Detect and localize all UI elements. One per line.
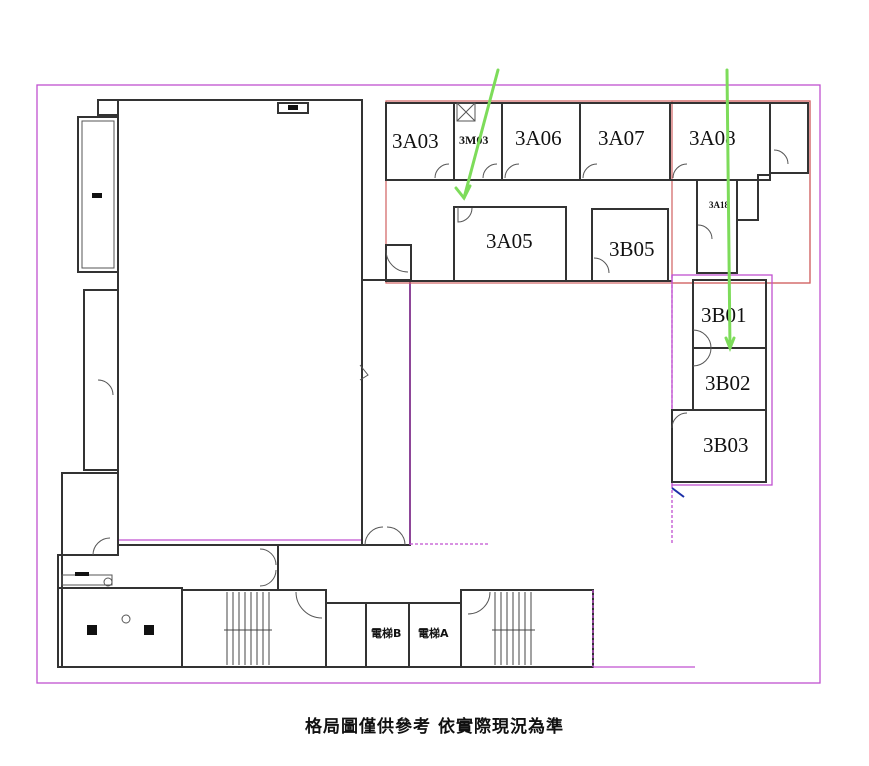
room-3A07: 3A07 — [598, 126, 645, 150]
west-rooms — [61, 116, 119, 556]
room-3A18: 3A18 — [709, 200, 729, 210]
arrow-to-3A05 — [454, 68, 500, 201]
room-3B03: 3B03 — [703, 433, 749, 457]
room-3A06: 3A06 — [515, 126, 562, 150]
arrow-to-3B01 — [724, 68, 736, 353]
elevator-b-label: 電梯B — [371, 626, 401, 640]
disclaimer-caption: 格局圖僅供參考 依實際現況為準 — [305, 717, 564, 737]
room-3M03: 3M03 — [459, 133, 488, 147]
main-hall — [97, 99, 363, 546]
room-3B05: 3B05 — [609, 237, 655, 261]
room-3A03: 3A03 — [392, 129, 439, 153]
south-core — [57, 554, 695, 668]
room-3A05: 3A05 — [486, 229, 533, 253]
north-wing — [385, 100, 811, 284]
room-3B01: 3B01 — [701, 303, 747, 327]
elevator-a-label: 電梯A — [418, 626, 449, 640]
property-boundary — [36, 84, 821, 684]
room-3B02: 3B02 — [705, 371, 751, 395]
corridor — [259, 279, 488, 590]
